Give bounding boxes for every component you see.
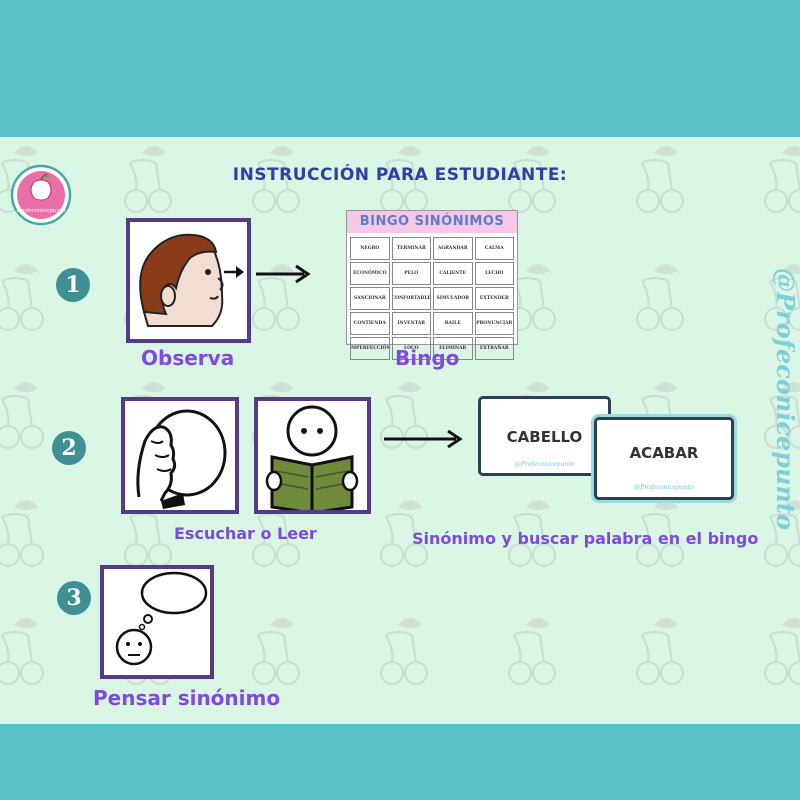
card-watermark: @Profeconicepunto xyxy=(514,461,575,468)
arrow-right-icon xyxy=(256,264,311,284)
bingo-cell: CONFORTABLE xyxy=(391,287,431,310)
page-title: INSTRUCCIÓN PARA ESTUDIANTE: xyxy=(232,165,568,185)
bingo-cell: BAILE xyxy=(433,312,473,335)
thinking-person-icon xyxy=(115,571,208,666)
listening-head-icon xyxy=(136,409,227,509)
bottom-band xyxy=(0,724,800,800)
read-picture xyxy=(254,397,371,515)
card-watermark: @Profeconicepunto xyxy=(634,484,694,491)
bingo-cell: LOCO xyxy=(391,337,431,360)
logo xyxy=(10,164,72,226)
bingo-grid: NEGRO TERMINAR AGRANDAR CALMA ECONÓMICO … xyxy=(347,233,517,364)
cards-label: Sinónimo y buscar palabra en el bingo xyxy=(412,529,759,548)
listen-picture xyxy=(121,397,239,514)
bingo-cell: IMPERFECCIÓN xyxy=(350,337,390,360)
bingo-cell: PRONUNCIAR xyxy=(474,312,514,335)
top-band xyxy=(0,0,800,137)
step-2-number: 2 xyxy=(52,431,86,465)
step-3-number: 3 xyxy=(57,581,91,615)
bingo-cell: CONTIENDA xyxy=(350,312,390,335)
logo-text: Profeconicepunto xyxy=(16,208,66,214)
bingo-cell: LECHO xyxy=(474,262,514,285)
bingo-cell: INVENTAR xyxy=(391,312,431,335)
bingo-cell: CALIENTE xyxy=(433,262,473,285)
face-looking-icon xyxy=(139,233,244,327)
watermark-text: @Profeconicepunto xyxy=(771,268,795,530)
bingo-cell: TERMINAR xyxy=(391,237,431,260)
bingo-cell: NEGRO xyxy=(350,237,390,260)
step-3-label: Pensar sinónimo xyxy=(93,686,281,710)
bingo-cell: SANCIONAR xyxy=(350,287,390,310)
step-1-label: Observa xyxy=(141,346,235,370)
side-watermark: @Profeconicepunto xyxy=(771,268,795,530)
think-picture xyxy=(100,565,214,679)
bingo-cell: CALMA xyxy=(474,237,514,260)
bingo-title: BINGO SINÓNIMOS xyxy=(347,211,517,233)
bingo-cell: EXTENDER xyxy=(474,287,514,310)
bingo-cell: AGRANDAR xyxy=(433,237,473,260)
reading-person-icon xyxy=(265,405,359,515)
bingo-cell: ECONÓMICO xyxy=(350,262,390,285)
bingo-cell: SIMULADOR xyxy=(433,287,473,310)
bingo-card: BINGO SINÓNIMOS NEGRO TERMINAR AGRANDAR … xyxy=(346,210,518,360)
word-card-cabello: CABELLO @Profeconicepunto xyxy=(478,396,611,476)
bingo-cell: ELIMINAR xyxy=(433,337,473,360)
bingo-cell: EXTRAÑAR xyxy=(474,337,514,360)
bingo-cell: PELO xyxy=(391,262,431,285)
bingo-label: Bingo xyxy=(395,346,460,370)
observe-picture xyxy=(126,218,251,343)
step-2-label: Escuchar o Leer xyxy=(174,524,317,543)
word-card-acabar: ACABAR @Profeconicepunto xyxy=(594,417,734,500)
step-1-number: 1 xyxy=(56,268,90,302)
card-word: CABELLO xyxy=(506,428,583,446)
arrow-right-icon xyxy=(384,429,463,449)
card-word: ACABAR xyxy=(629,444,699,462)
